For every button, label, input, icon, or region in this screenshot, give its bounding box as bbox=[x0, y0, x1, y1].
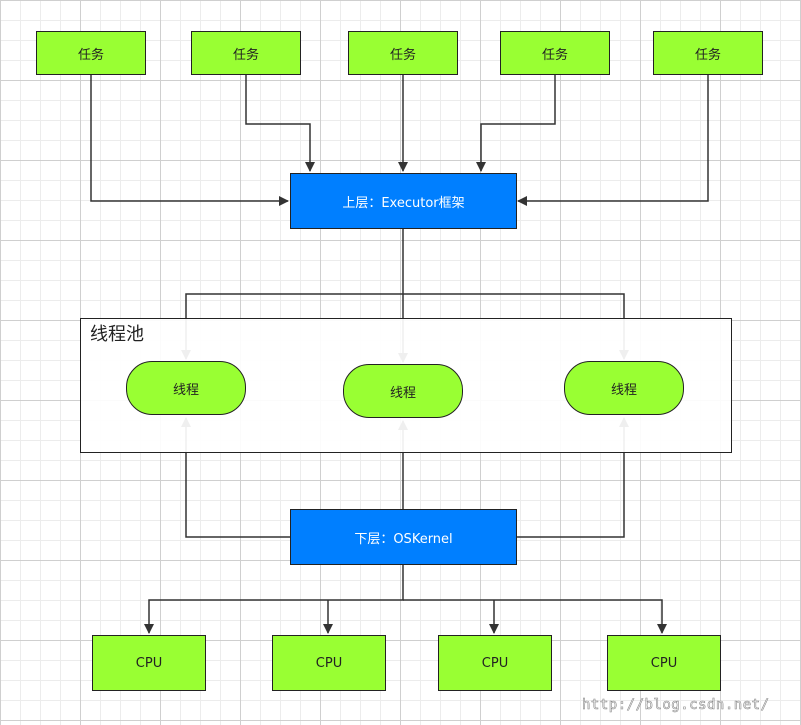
cpu-label: CPU bbox=[315, 655, 343, 671]
task-node-1: 任务 bbox=[36, 31, 146, 75]
thread-label: 线程 bbox=[610, 382, 637, 398]
arrow-kernel-cpu4 bbox=[403, 599, 667, 634]
arrow-task2-executor bbox=[245, 74, 315, 172]
task-node-5: 任务 bbox=[653, 31, 763, 75]
task-node-3: 任务 bbox=[348, 31, 458, 75]
task-label: 任务 bbox=[389, 47, 416, 63]
thread-node-middle: 线程 bbox=[343, 364, 463, 418]
arrow-kernel-cpu1 bbox=[144, 565, 404, 634]
executor-layer-label: 上层：Executor框架 bbox=[342, 195, 465, 211]
task-label: 任务 bbox=[541, 47, 568, 63]
task-node-2: 任务 bbox=[191, 31, 301, 75]
cpu-node-2: CPU bbox=[272, 635, 386, 691]
thread-node-right: 线程 bbox=[564, 361, 684, 415]
thread-label: 线程 bbox=[172, 382, 199, 398]
cpu-label: CPU bbox=[650, 655, 678, 671]
cpu-label: CPU bbox=[481, 655, 509, 671]
task-node-4: 任务 bbox=[500, 31, 610, 75]
arrow-task5-executor bbox=[517, 74, 709, 206]
task-label: 任务 bbox=[77, 47, 104, 63]
thread-node-left: 线程 bbox=[126, 361, 246, 415]
arrow-task4-executor bbox=[476, 74, 556, 172]
kernel-layer-label: 下层：OSKernel bbox=[354, 531, 453, 547]
cpu-node-1: CPU bbox=[92, 635, 206, 691]
kernel-layer-node: 下层：OSKernel bbox=[290, 509, 517, 565]
task-label: 任务 bbox=[232, 47, 259, 63]
watermark-text: http://blog.csdn.net/ bbox=[582, 697, 770, 714]
cpu-node-4: CPU bbox=[607, 635, 721, 691]
cpu-label: CPU bbox=[135, 655, 163, 671]
thread-pool-title: 线程池 bbox=[90, 324, 144, 345]
task-label: 任务 bbox=[694, 47, 721, 63]
arrow-task1-executor bbox=[90, 74, 289, 206]
executor-layer-node: 上层：Executor框架 bbox=[290, 173, 517, 229]
arrow-kernel-thread-left bbox=[181, 417, 290, 538]
thread-label: 线程 bbox=[389, 385, 416, 401]
arrow-kernel-thread-right bbox=[517, 417, 629, 538]
cpu-node-3: CPU bbox=[438, 635, 552, 691]
